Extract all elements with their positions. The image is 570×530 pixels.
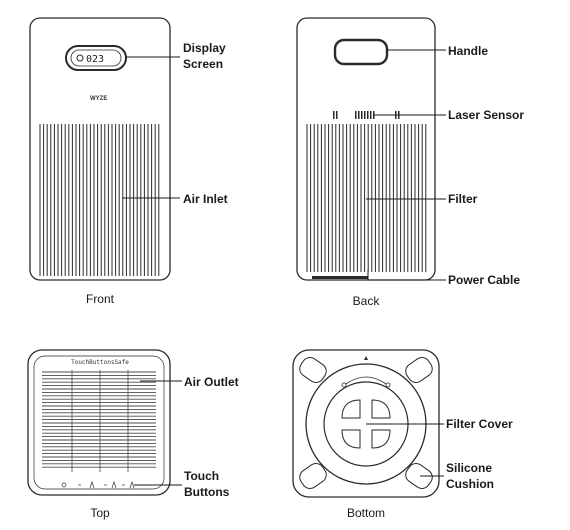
silicone-cushion-label-line2: Cushion (446, 477, 494, 491)
display-screen (65, 45, 127, 71)
top-body (27, 349, 171, 496)
touch-buttons-label-line1: Touch (184, 469, 219, 483)
silicone-cushion-top-left (299, 356, 327, 384)
display-screen-label-line1: Display (183, 41, 226, 55)
display-dot-icon (76, 54, 84, 62)
air-outlet-label: Air Outlet (184, 375, 239, 389)
filter-grille (306, 124, 427, 272)
touch-buttons (61, 480, 135, 489)
top-view: TouchButtonsSafe Air Outlet Touch Button… (27, 349, 239, 520)
air-inlet-label: Air Inlet (183, 192, 228, 206)
top-caption: Top (90, 506, 110, 520)
handle-label: Handle (448, 44, 488, 58)
back-caption: Back (353, 294, 381, 308)
lock-closed-icon (385, 382, 391, 388)
silicone-cushion-label-line1: Silicone (446, 461, 492, 475)
bottom-caption: Bottom (347, 506, 385, 520)
arrow-icon (364, 356, 368, 360)
brand-logo: WYZE (90, 96, 107, 102)
air-outlet-grille (42, 370, 156, 472)
top-panel-text: TouchButtonsSafe (71, 359, 129, 366)
air-inlet-grille (39, 124, 160, 276)
filter-label: Filter (448, 192, 478, 206)
silicone-cushion-bottom-left (299, 462, 327, 490)
power-cable-label: Power Cable (448, 273, 520, 287)
bottom-view: Filter Cover Silicone Cushion Bottom (292, 349, 513, 520)
power-cable (312, 276, 368, 279)
top-inner-bezel (33, 355, 165, 490)
filter-cover-cross (341, 399, 391, 449)
lock-arc (345, 376, 387, 385)
lock-open-icon (341, 382, 347, 388)
handle (333, 38, 389, 66)
touch-buttons-label-line2: Buttons (184, 485, 230, 499)
back-body (296, 17, 436, 281)
front-body (29, 17, 171, 281)
display-screen-label-line2: Screen (183, 57, 223, 71)
front-view: 023 WYZE Display Screen Air Inlet Front (29, 17, 228, 306)
front-caption: Front (86, 292, 115, 306)
silicone-cushion-top-right (405, 356, 433, 384)
display-screen-inner (70, 49, 122, 67)
display-readout: 023 (86, 54, 104, 65)
laser-sensor-label: Laser Sensor (448, 108, 524, 122)
filter-cover-label: Filter Cover (446, 417, 513, 431)
silicone-cushion-bottom-right (405, 462, 433, 490)
back-view: Handle Laser Sensor Filter Power Cable B… (296, 17, 524, 308)
